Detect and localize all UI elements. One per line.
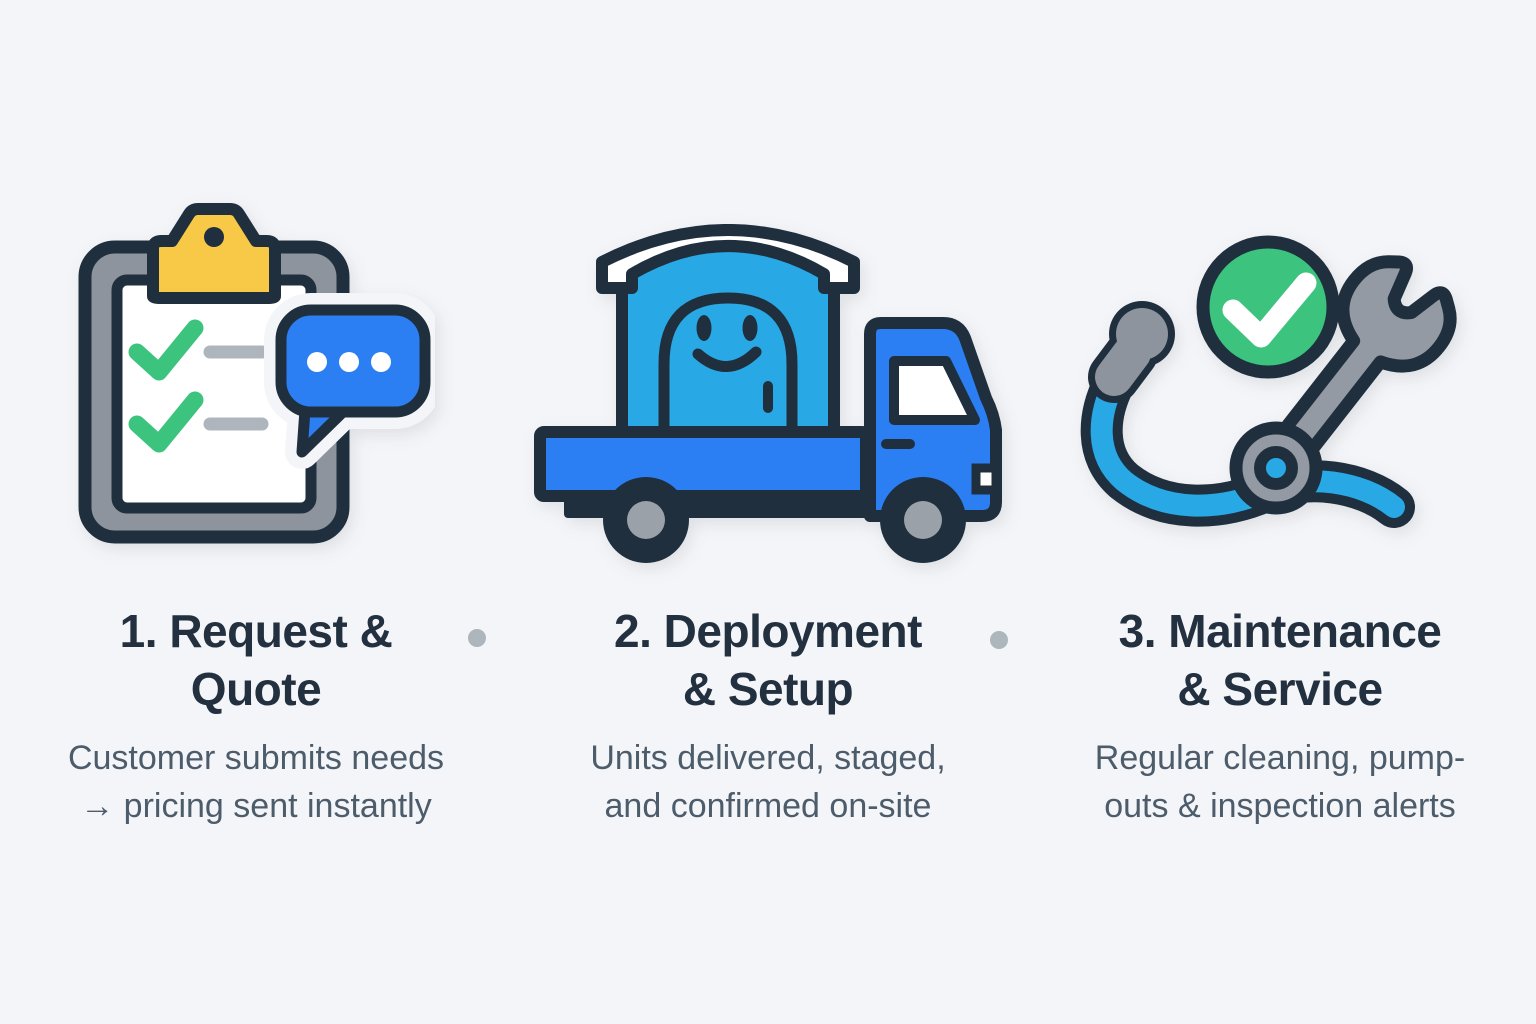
step-2-desc-line2: and confirmed on-site (604, 787, 932, 825)
clipboard-checklist-chat-icon (78, 203, 435, 544)
separator-dot (990, 631, 1008, 649)
step-3-title-line1: 3. Maintenance (1118, 605, 1442, 657)
wrench-icon (1229, 255, 1457, 515)
step-2-title-line2: & Setup (682, 663, 854, 715)
step-2-description: Units delivered, staged, and confirmed o… (590, 734, 945, 830)
step-1-title-line2: Quote (190, 663, 322, 715)
step-1-description: Customer submits needs → pricing sent in… (68, 734, 444, 830)
pump-hose-icon (1080, 301, 1415, 528)
truck-wheels (603, 477, 966, 563)
step-3-title: 3. Maintenance & Service (1119, 602, 1442, 718)
checklist-check-icons (128, 319, 269, 453)
step-2-icon-box (518, 180, 1018, 580)
step-3-desc-line2: outs & inspection alerts (1104, 787, 1456, 825)
step-1-desc-line2: → pricing sent instantly (80, 787, 432, 825)
truck-icon (534, 317, 1002, 563)
smiley-face (692, 315, 762, 372)
truck-headlight (971, 463, 1001, 495)
truck-windshield (889, 356, 980, 425)
potty-roof (596, 224, 860, 294)
step-1-desc-line1: Customer submits needs (67, 739, 445, 777)
step-2-title-line1: 2. Deployment (614, 605, 922, 657)
bubble-dot (307, 352, 327, 372)
porta-potty-delivery-truck-icon (534, 224, 1002, 563)
step-2-desc-line1: Units delivered, staged, (590, 739, 946, 777)
bubble-dot (339, 352, 359, 372)
bubble-dot (371, 352, 391, 372)
step-3-title-line2: & Service (1177, 663, 1383, 715)
hose-wrench-check-icon (1080, 235, 1457, 528)
step-3-icon-box (1080, 180, 1480, 580)
step-1-title: 1. Request & Quote (120, 602, 393, 718)
step-3-desc-line1: Regular cleaning, pump- (1094, 739, 1466, 777)
truck-flatbed (534, 426, 872, 502)
step-maintenance-service: 3. Maintenance & Service Regular cleanin… (1024, 0, 1536, 1024)
hose-nozzle (1088, 301, 1175, 403)
porta-potty-icon (596, 224, 860, 442)
step-3-description: Regular cleaning, pump- outs & inspectio… (1095, 734, 1465, 830)
separator-dot (468, 629, 486, 647)
step-request-quote: 1. Request & Quote Customer submits need… (0, 0, 512, 1024)
step-2-title: 2. Deployment & Setup (614, 602, 922, 718)
check-circle-icon (1196, 235, 1340, 379)
quote-chat-bubble-icon (264, 293, 435, 469)
clipboard-clip (147, 203, 281, 304)
step-1-title-line1: 1. Request & (119, 605, 393, 657)
step-1-icon-box (77, 180, 435, 580)
wrench-boss-center (1254, 446, 1298, 490)
step-deployment-setup: 2. Deployment & Setup Units delivered, s… (512, 0, 1024, 1024)
